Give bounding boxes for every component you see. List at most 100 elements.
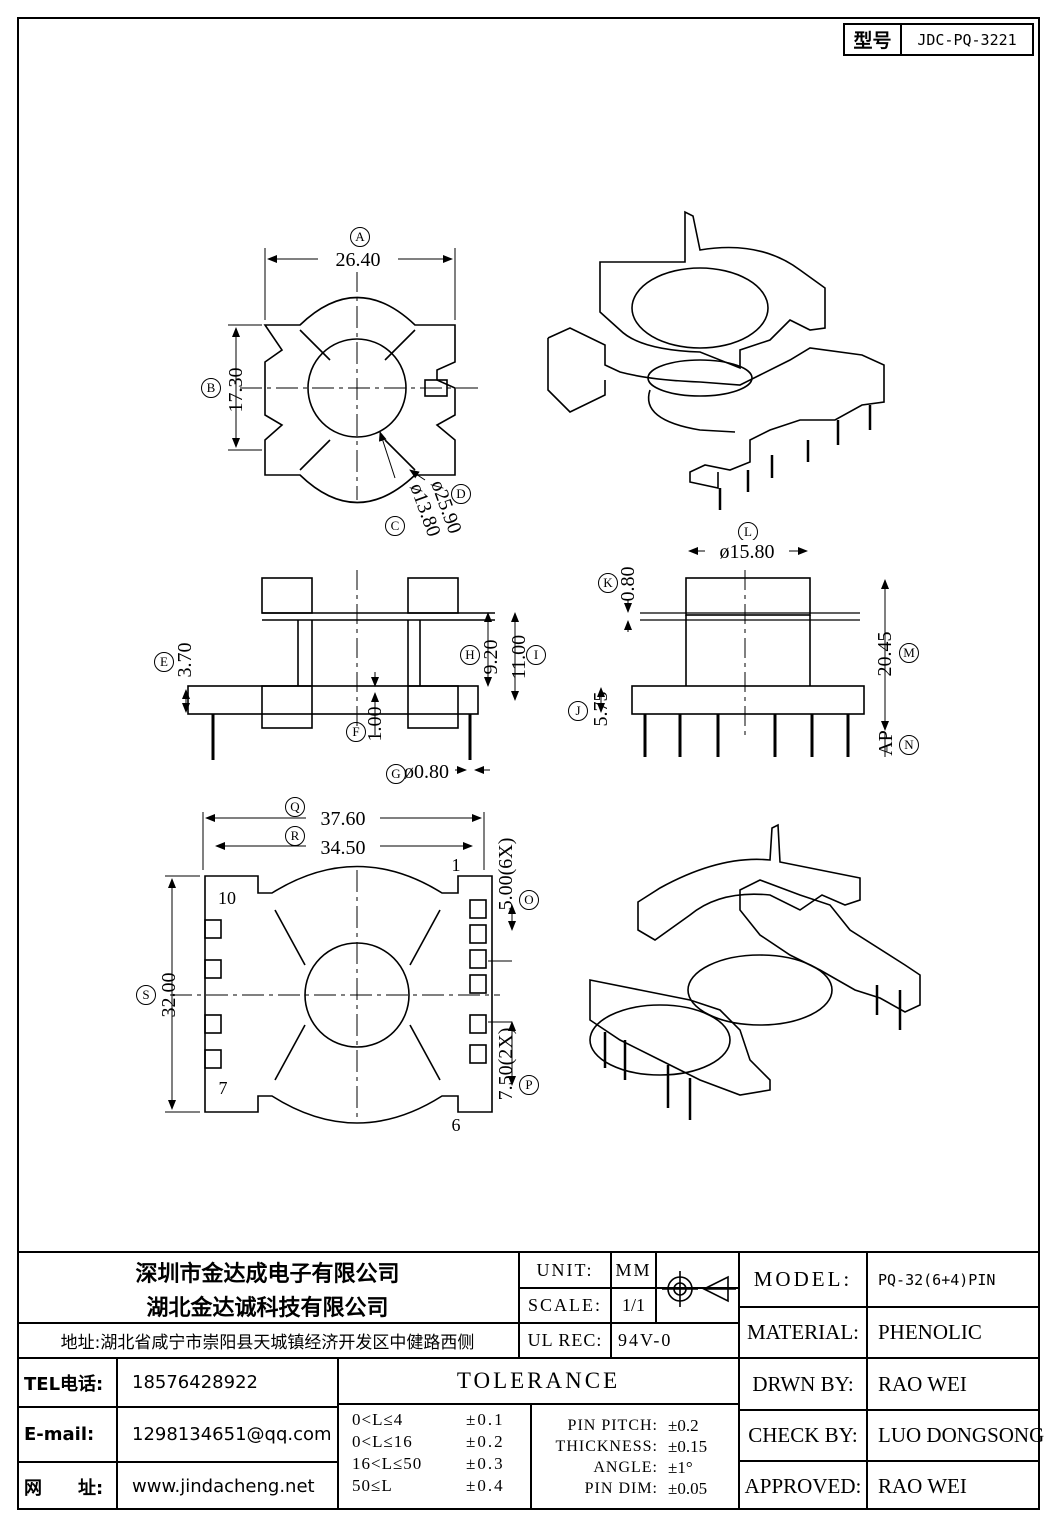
dim-q-label: Q	[285, 797, 305, 817]
pin-1-label: 1	[451, 854, 461, 875]
pin-tol-label-1: PIN PITCH:	[567, 1416, 658, 1434]
dim-k-value: 0.80	[616, 566, 639, 602]
model-value: PQ-32(6+4)PIN	[878, 1270, 996, 1289]
dim-m-value: 20.45	[873, 631, 896, 677]
email-label: E-mail:	[24, 1424, 95, 1445]
tb-vline-a	[518, 1251, 520, 1357]
dim-n-value: AP	[874, 730, 897, 756]
projection-symbol-icon	[662, 1271, 736, 1307]
tb-vline-e	[866, 1251, 868, 1510]
dim-m-label: M	[899, 643, 919, 663]
dim-k-label: K	[598, 573, 618, 593]
pin-tol-label-3: ANGLE:	[593, 1458, 658, 1476]
ul-rec-label: UL REC:	[527, 1330, 603, 1350]
tolerance-range-3: 16<L≤50	[352, 1453, 423, 1473]
tolerance-value-3: ±0.3	[466, 1453, 505, 1473]
ul-rec-value: 94V-0	[618, 1330, 673, 1350]
pin-tol-value-2: ±0.15	[668, 1436, 708, 1456]
unit-value: MM	[615, 1259, 652, 1280]
tb-line-4	[17, 1357, 1040, 1359]
tb-line-3	[738, 1306, 1040, 1308]
bottom-view	[165, 812, 516, 1124]
pin-tol-label-2: THICKNESS:	[555, 1437, 658, 1455]
dim-h-value: 9.20	[479, 639, 502, 675]
dim-e-value: 3.70	[173, 642, 196, 678]
isometric-view-bottom	[589, 823, 921, 1120]
pin-tol-label-4: PIN DIM:	[584, 1479, 658, 1497]
tolerance-value-1: ±0.1	[466, 1409, 505, 1429]
dim-n-label: N	[899, 735, 919, 755]
material-value: PHENOLIC	[878, 1320, 982, 1344]
tb-vline-b	[610, 1251, 612, 1357]
model-number-value: JDC-PQ-3221	[917, 30, 1017, 49]
pin-10-label: 10	[218, 887, 236, 908]
dim-a-value: 26.40	[318, 248, 398, 272]
model-number-box	[843, 23, 1034, 56]
dim-o-label: O	[519, 890, 539, 910]
tolerance-value-2: ±0.2	[466, 1431, 505, 1451]
email-value[interactable]: 1298134651@qq.com	[132, 1424, 332, 1445]
tolerance-range-1: 0<L≤4	[352, 1409, 404, 1429]
material-label: MATERIAL:	[747, 1320, 859, 1344]
dim-g-label: G	[386, 764, 406, 784]
pin-tol-value-4: ±0.05	[668, 1478, 708, 1498]
dim-j-value: 5.75	[589, 691, 612, 727]
tb-vline-h	[530, 1403, 532, 1510]
dim-c-label: C	[385, 516, 405, 536]
dim-h-label: H	[460, 645, 480, 665]
pin-6-label: 6	[451, 1114, 461, 1135]
model-label: MODEL:	[753, 1267, 853, 1291]
model-number-label: 型号	[853, 30, 892, 52]
dim-i-label: I	[526, 645, 546, 665]
dim-l-label: L	[738, 522, 758, 542]
isometric-view-top	[547, 210, 885, 510]
tb-line-8	[17, 1461, 337, 1463]
tolerance-range-2: 0<L≤16	[352, 1431, 413, 1451]
dim-p-label: P	[519, 1075, 539, 1095]
dim-b-value: 17.30	[224, 367, 247, 413]
dim-b-label: B	[201, 378, 221, 398]
scale-label: SCALE:	[527, 1295, 602, 1315]
tb-vline-g	[337, 1357, 339, 1510]
front-view	[182, 570, 519, 774]
tolerance-title: TOLERANCE	[456, 1368, 621, 1393]
company-name-1: 深圳市金达成电子有限公司	[135, 1262, 400, 1287]
drawn-by-value: RAO WEI	[878, 1371, 967, 1396]
dim-q-value: 37.60	[306, 807, 380, 831]
side-view	[597, 547, 889, 757]
company-name-2: 湖北金达诚科技有限公司	[146, 1296, 389, 1321]
dim-d-label: D	[451, 484, 471, 504]
web-label: 网 址:	[24, 1477, 104, 1499]
tb-line-6	[17, 1406, 337, 1408]
model-number-divider	[900, 23, 902, 56]
dim-s-label: S	[136, 985, 156, 1005]
approved-value: RAO WEI	[878, 1473, 967, 1498]
tb-vline-c	[655, 1251, 657, 1322]
dim-l-value: ø15.80	[705, 540, 789, 564]
dim-f-label: F	[346, 722, 366, 742]
tb-vline-f	[116, 1357, 118, 1510]
dim-g-value: ø0.80	[404, 760, 449, 783]
pin-tol-value-3: ±1°	[668, 1457, 693, 1477]
sheet-border	[17, 17, 1040, 1510]
tb-line-7	[337, 1403, 738, 1405]
scale-value: 1/1	[621, 1295, 645, 1315]
dim-s-value: 32.00	[157, 972, 180, 1018]
dim-r-value: 34.50	[306, 836, 380, 860]
pin-tol-value-1: ±0.2	[668, 1415, 699, 1435]
drawn-by-label: DRWN BY:	[752, 1371, 854, 1396]
web-value[interactable]: www.jindacheng.net	[132, 1476, 315, 1497]
dim-r-label: R	[285, 826, 305, 846]
check-by-value: LUO DONGSONG	[878, 1423, 1045, 1447]
tb-line-1	[518, 1287, 738, 1289]
tb-line-2	[17, 1322, 738, 1324]
dim-p-value: 7.50(2X)	[494, 1027, 517, 1101]
tolerance-range-4: 50≤L	[352, 1475, 393, 1495]
tb-line-top	[17, 1251, 1040, 1253]
top-view	[228, 248, 480, 504]
tel-value[interactable]: 18576428922	[132, 1372, 258, 1393]
dim-o-value: 5.00(6X)	[494, 837, 517, 911]
dim-e-label: E	[154, 652, 174, 672]
tb-line-5	[738, 1409, 1040, 1411]
